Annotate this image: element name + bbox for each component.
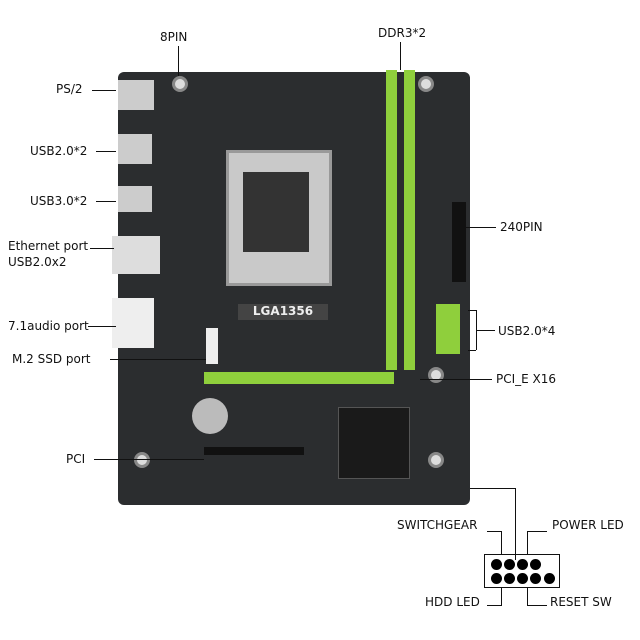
label-ddr3: DDR3*2 [378,26,427,40]
label-power-led: POWER LED [552,518,624,532]
label-usb20x4: USB2.0*4 [498,324,556,338]
battery [192,398,228,434]
usb3-port [118,186,152,212]
ram-slot-2 [404,70,415,370]
chipset-heatsink [338,407,410,479]
ethernet-port [112,236,160,274]
front-panel-header [484,554,560,588]
ram-slot-1 [386,70,397,370]
mount-hole [428,452,444,468]
label-m2: M.2 SSD port [12,352,91,366]
label-ps2: PS/2 [56,82,83,96]
label-240pin: 240PIN [500,220,543,234]
usb-headers [436,304,460,354]
atx-24pin [452,202,466,282]
mount-hole [172,76,188,92]
pci-slot [204,447,304,455]
label-audio: 7.1audio port [8,319,89,333]
cpu-socket-inner [243,172,309,252]
label-switchgear: SWITCHGEAR [397,518,478,532]
usb2-port [118,134,152,164]
label-reset-sw: RESET SW [550,595,612,609]
label-usb30x2: USB3.0*2 [30,194,88,208]
label-pci: PCI [66,452,86,466]
socket-label: LGA1356 [238,304,328,320]
label-ethernet-usb: USB2.0x2 [8,255,67,269]
ps2-port [118,80,154,110]
label-ethernet: Ethernet port [8,239,89,253]
label-8pin: 8PIN [160,30,188,44]
label-pcie: PCI_E X16 [496,372,557,386]
mount-hole [134,452,150,468]
mount-hole [428,367,444,383]
audio-port [112,298,154,348]
label-usb20x2: USB2.0*2 [30,144,88,158]
motherboard: LGA1356 [112,70,470,505]
label-hdd-led: HDD LED [425,595,480,609]
mount-hole [418,76,434,92]
pcie-slot [204,372,394,384]
m2-slot [206,328,218,364]
